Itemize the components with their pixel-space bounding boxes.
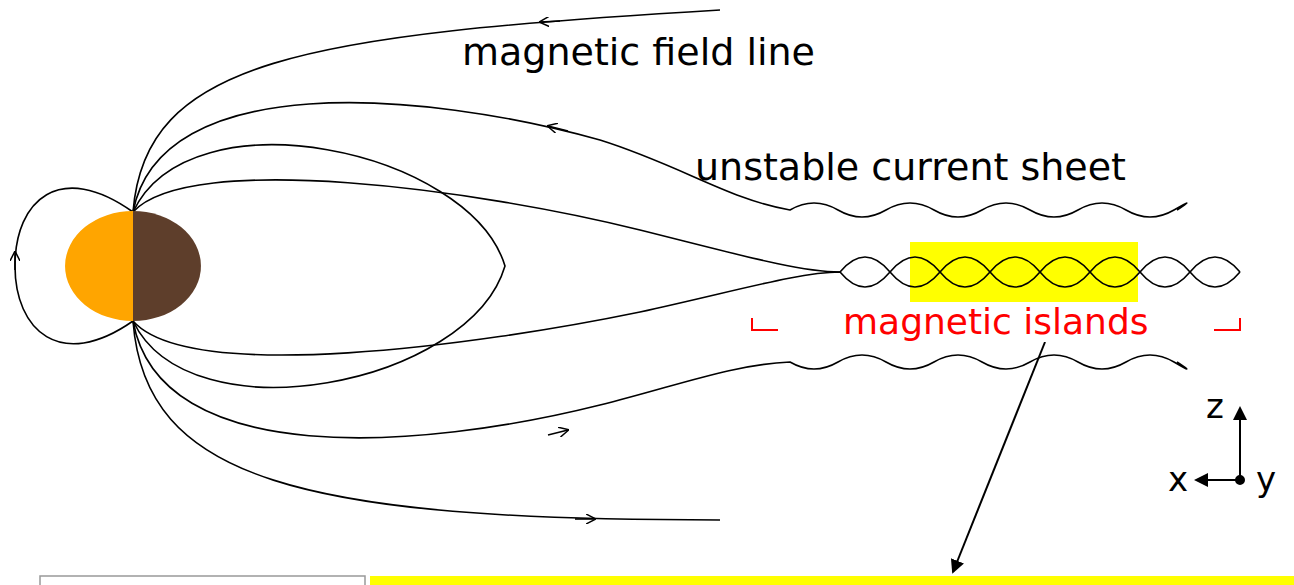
earth [65,211,201,321]
axis-label: x [1168,461,1188,498]
zoom-leader [953,342,1045,572]
yellow-panel [370,576,1294,585]
islands-label: magnetic islands [841,302,1151,342]
field-lines [15,10,1240,520]
field-line-label: magnetic field line [462,32,815,74]
axis-label: z [1206,388,1224,425]
axis-label: y [1256,461,1276,498]
panel-box [40,576,365,585]
current-sheet-label: unstable current sheet [695,147,1126,189]
